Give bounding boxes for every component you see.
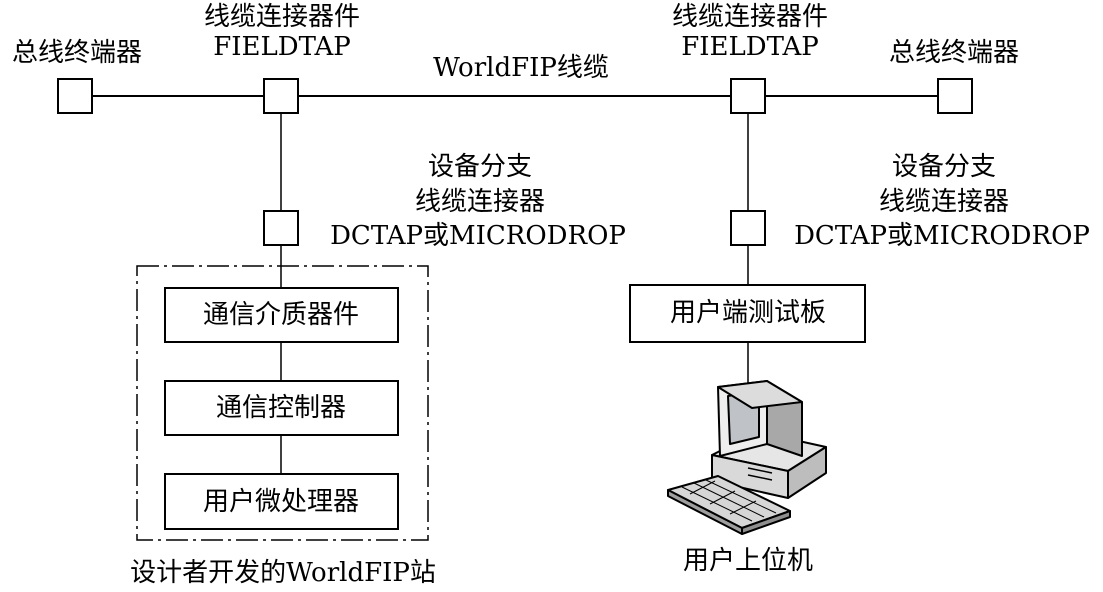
bus-terminator-left-label: 总线终端器 <box>11 38 143 68</box>
fieldtap-left-en-label: FIELDTAP <box>213 32 351 62</box>
station-caption: 设计者开发的WorldFIP站 <box>130 558 436 588</box>
media-component-box <box>164 287 399 343</box>
test-board-box <box>629 284 866 343</box>
branch-left-line2: 线缆连接器 <box>414 187 546 217</box>
dctap-left-box <box>263 210 299 246</box>
test-board-label: 用户端测试板 <box>669 298 827 328</box>
branch-right-line3: DCTAP或MICRODROP <box>794 221 1090 251</box>
fieldtap-right-cn-label: 线缆连接器件 <box>671 2 829 32</box>
fieldtap-left-box <box>263 78 299 114</box>
user-microprocessor-box <box>164 473 399 530</box>
branch-left-line3: DCTAP或MICRODROP <box>330 221 626 251</box>
comm-controller-label: 通信控制器 <box>215 393 347 423</box>
branch-left-line1: 设备分支 <box>427 152 533 182</box>
bus-terminator-right-label: 总线终端器 <box>888 38 1020 68</box>
desktop-computer-icon <box>667 380 827 535</box>
user-microprocessor-label: 用户微处理器 <box>202 487 360 517</box>
fieldtap-left-cn-label: 线缆连接器件 <box>203 2 361 32</box>
host-pc-label: 用户上位机 <box>682 546 814 576</box>
comm-controller-box <box>164 380 399 436</box>
branch-right-line2: 线缆连接器 <box>878 187 1010 217</box>
worldfip-cable-label: WorldFIP线缆 <box>433 53 609 83</box>
bus-terminator-right-box <box>937 78 973 114</box>
media-component-label: 通信介质器件 <box>202 300 360 330</box>
station-frame <box>136 265 429 541</box>
fieldtap-right-en-label: FIELDTAP <box>681 32 819 62</box>
dctap-right-box <box>730 210 766 246</box>
bus-terminator-left-box <box>57 78 93 114</box>
fieldtap-right-box <box>730 78 766 114</box>
branch-right-line1: 设备分支 <box>891 152 997 182</box>
